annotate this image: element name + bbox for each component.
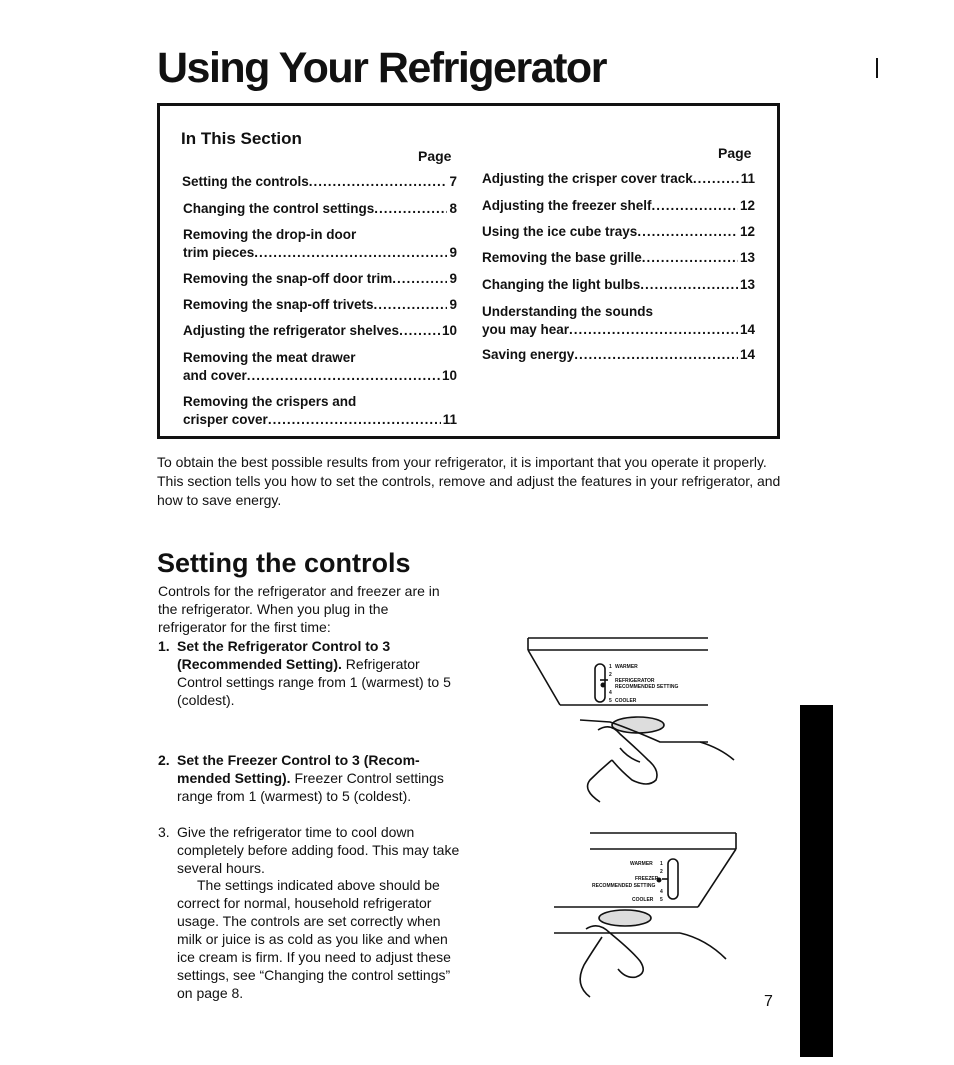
toc-entry-label-cont: crisper cover (183, 412, 268, 427)
toc-entry[interactable]: Removing the snap-off trivets 9 (183, 296, 457, 314)
toc-entry-page: 12 (739, 198, 755, 213)
toc-entry-page: 10 (441, 323, 457, 338)
toc-entry[interactable]: Removing the snap-off door trim 9 (183, 270, 457, 288)
toc-entry-label-cont: trim pieces (183, 245, 255, 260)
toc-entry-label: Setting the controls (182, 174, 309, 189)
toc-entry[interactable]: Changing the control settings 8 (183, 200, 457, 218)
fridge-label-2: 2 (609, 672, 612, 678)
toc-entry[interactable]: Saving energy 14 (482, 346, 755, 364)
freezer-control-illustration: WARMER 1 2 FREEZER RECOMMENDED SETTING 4… (554, 832, 737, 998)
freezer-label-freezer: FREEZER (635, 876, 659, 882)
step-number: 2. (158, 752, 170, 768)
freezer-label-recommended: RECOMMENDED SETTING (592, 883, 655, 889)
toc-entry-label-cont: you may hear (482, 322, 570, 337)
section-tab-marker (800, 705, 833, 1057)
toc-entry-label: Adjusting the freezer shelf (482, 198, 652, 213)
toc-entry-label: Removing the meat drawer (183, 350, 356, 365)
toc-page-label-right: Page (718, 145, 752, 161)
toc-entry-page: 7 (449, 174, 457, 189)
step-heading: Set the Refrigerator Control to 3 (Recom… (177, 638, 391, 672)
step-text: Freezer Control settings range from 1 (w… (177, 770, 444, 804)
fridge-label-warmer: WARMER (615, 664, 638, 670)
freezer-label-cooler: COOLER (632, 897, 654, 903)
toc-entry[interactable]: Removing the crispers and crisper cover 1… (183, 393, 457, 429)
toc-entry-page: 9 (449, 271, 457, 286)
toc-entry-label: Using the ice cube trays (482, 224, 638, 239)
toc-entry-label: Changing the light bulbs (482, 277, 641, 292)
step-3-note: The settings indicated above should be c… (177, 877, 451, 1001)
toc-entry-page: 14 (739, 322, 755, 337)
toc-entry[interactable]: Adjusting the crisper cover track 11 (482, 170, 755, 188)
toc-page-label-left: Page (418, 148, 452, 164)
freezer-label-4: 4 (660, 889, 663, 895)
step-heading: Set the Freezer Control to 3 (Recom-mend… (177, 752, 420, 786)
toc-entry-page: 9 (449, 245, 457, 260)
step-number: 3. (158, 824, 170, 840)
freezer-label-warmer: WARMER (630, 861, 653, 867)
toc-entry[interactable]: Understanding the sounds you may hear 14 (482, 303, 755, 339)
toc-entry-page: 8 (449, 201, 457, 216)
toc-entry-label: Understanding the sounds (482, 304, 654, 319)
page-title: Using Your Refrigerator (157, 44, 607, 92)
section-title: Setting the controls (157, 548, 411, 578)
toc-entry-page: 9 (449, 297, 457, 312)
fridge-label-refrigerator: REFRIGERATOR (615, 678, 655, 684)
fridge-label-recommended: RECOMMENDED SETTING (615, 684, 678, 690)
step-2: 2. Set the Freezer Control to 3 (Recom-m… (158, 751, 452, 805)
fridge-label-4: 4 (609, 690, 612, 696)
toc-entry[interactable]: Adjusting the freezer shelf 12 (482, 197, 755, 215)
toc-entry-page: 14 (739, 347, 755, 362)
toc-entry-label: Removing the base grille (482, 250, 642, 265)
toc-entry-page: 11 (442, 412, 457, 427)
toc-entry-page: 13 (739, 250, 755, 265)
toc-entry-label: Changing the control settings (183, 201, 375, 216)
toc-entry-page: 11 (740, 171, 755, 186)
toc-entry-label: Removing the drop-in door (183, 227, 357, 242)
toc-entry[interactable]: Changing the light bulbs 13 (482, 276, 755, 294)
toc-entry[interactable]: Using the ice cube trays 12 (482, 223, 755, 241)
step-text: Give the refrigerator time to cool down … (177, 824, 460, 876)
freezer-label-2: 2 (660, 869, 663, 875)
fridge-label-5: 5 (609, 698, 612, 704)
step-number: 1. (158, 638, 170, 654)
fridge-label-cooler: COOLER (615, 698, 637, 704)
toc-entry-page: 10 (441, 368, 457, 383)
step-text: Refrigerator Control settings range from… (177, 656, 451, 708)
toc-entry-label: Removing the crispers and (183, 394, 357, 409)
fridge-label-1: 1 (609, 664, 612, 670)
toc-entry-label: Adjusting the refrigerator shelves (183, 323, 400, 338)
section-lead: Controls for the refrigerator and freeze… (158, 583, 440, 635)
toc-entry-label: Removing the snap-off trivets (183, 297, 374, 312)
refrigerator-control-illustration: 1 WARMER 2 REFRIGERATOR RECOMMENDED SETT… (527, 637, 735, 803)
intro-paragraph: To obtain the best possible results from… (157, 454, 781, 508)
toc-entry-label: Adjusting the crisper cover track (482, 171, 693, 186)
toc-entry[interactable]: Setting the controls 7 (182, 173, 457, 191)
toc-entry[interactable]: Adjusting the refrigerator shelves 10 (183, 322, 457, 340)
corner-mark (876, 58, 878, 78)
toc-entry-page: 12 (739, 224, 755, 239)
toc-entry[interactable]: Removing the base grille 13 (482, 249, 755, 267)
toc-entry-page: 13 (739, 277, 755, 292)
toc-entry[interactable]: Removing the meat drawer and cover 10 (183, 349, 457, 385)
toc-heading: In This Section (181, 129, 302, 148)
page-number: 7 (764, 993, 773, 1010)
freezer-label-5: 5 (660, 897, 663, 903)
step-3: 3. Give the refrigerator time to cool do… (158, 823, 462, 877)
toc-entry-label: Saving energy (482, 347, 575, 362)
toc-box (157, 103, 780, 439)
freezer-label-1: 1 (660, 861, 663, 867)
toc-entry-label: Removing the snap-off door trim (183, 271, 393, 286)
step-1: 1. Set the Refrigerator Control to 3 (Re… (158, 637, 452, 709)
toc-entry[interactable]: Removing the drop-in door trim pieces 9 (183, 226, 457, 262)
toc-entry-label-cont: and cover (183, 368, 247, 383)
